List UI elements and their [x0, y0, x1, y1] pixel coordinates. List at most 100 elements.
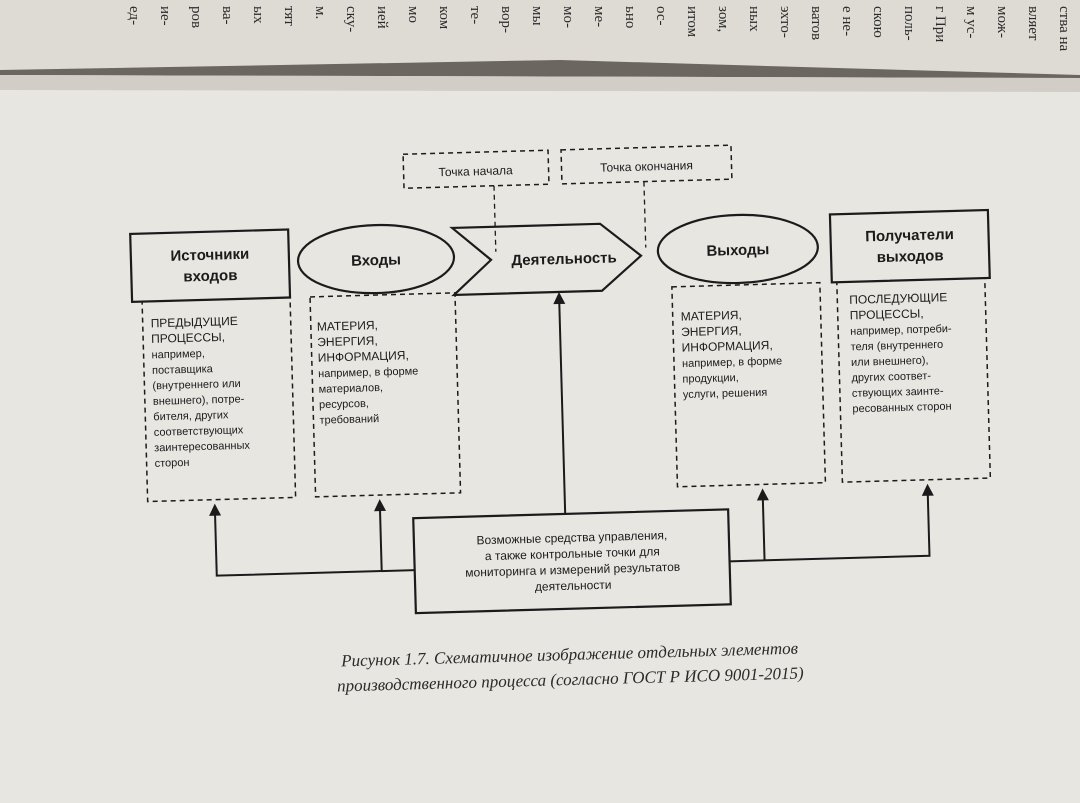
- controls-text-line: деятельности: [535, 578, 612, 594]
- receivers-detail-line: теля (внутреннего: [850, 339, 943, 354]
- receivers-detail-line: ресованных сторон: [852, 401, 952, 416]
- previous-page-line: ных: [746, 6, 762, 32]
- activity-shape: [449, 222, 643, 297]
- receivers-detail-line: или внешнего),: [851, 355, 929, 369]
- previous-page: [0, 0, 1080, 75]
- previous-page-line: ства на: [1056, 6, 1072, 52]
- activity-title: Деятельность: [511, 249, 617, 269]
- inputs-title: Входы: [351, 251, 401, 269]
- previous-page-line: мо: [405, 6, 421, 23]
- right-control-line: [729, 489, 931, 563]
- previous-page-line: ией: [374, 6, 390, 29]
- previous-page-line: вор-: [498, 6, 514, 33]
- start-point-link: [493, 185, 497, 252]
- inputs-detail-line: требований: [319, 413, 379, 427]
- receivers-title-line2: выходов: [876, 247, 943, 266]
- outputs-arrowhead: [756, 488, 769, 501]
- sources-detail-line: например,: [151, 348, 205, 361]
- sources-box: [129, 228, 292, 304]
- controls-text-line: а также контрольные точки для: [485, 544, 660, 563]
- inputs-detail-line: ИНФОРМАЦИЯ,: [318, 348, 409, 365]
- end-point-link: [643, 181, 647, 248]
- receivers-detail-line: ПРОЦЕССЫ,: [850, 306, 924, 322]
- activity-control-line: [558, 297, 567, 514]
- receivers-box: [828, 208, 991, 284]
- left-control-line: [213, 509, 415, 577]
- sources-detail-line: ПРОЦЕССЫ,: [151, 330, 225, 346]
- previous-page-line: ие-: [157, 6, 173, 26]
- previous-page-line: ьно: [622, 6, 638, 28]
- outputs-detail-line: ИНФОРМАЦИЯ,: [681, 338, 772, 355]
- controls-box: [412, 508, 732, 615]
- receivers-detail-line: например, потреби-: [850, 323, 952, 338]
- previous-page-line: ватов: [808, 6, 824, 40]
- inputs-details-box: [309, 292, 462, 498]
- outputs-details: МАТЕРИЯ,ЭНЕРГИЯ,ИНФОРМАЦИЯ,например, в ф…: [681, 308, 783, 401]
- receivers-title-line1: Получатели: [865, 226, 954, 245]
- previous-page-line: мы: [529, 6, 545, 26]
- controls-text-line: мониторинга и измерений результатов: [465, 560, 680, 580]
- inputs-detail-line: МАТЕРИЯ,: [317, 318, 378, 334]
- sources-detail-line: заинтересованных: [154, 440, 251, 455]
- previous-page-line: мо-: [560, 6, 576, 28]
- previous-page-line: е не-: [839, 6, 855, 36]
- previous-page-line: мож-: [994, 6, 1010, 38]
- inputs-details: МАТЕРИЯ,ЭНЕРГИЯ,ИНФОРМАЦИЯ,например, в ф…: [317, 318, 419, 427]
- sources-arrowhead: [209, 503, 222, 516]
- receivers-detail-line: ствующих заинте-: [852, 385, 944, 400]
- sources-detail-line: бителя, других: [153, 409, 229, 423]
- previous-page-line: тят: [281, 6, 297, 26]
- previous-page-line: зом,: [715, 6, 731, 32]
- inputs-control-line: [378, 505, 383, 572]
- outputs-control-line: [761, 494, 766, 561]
- previous-page-line: м.: [312, 6, 328, 19]
- inputs-arrowhead: [374, 499, 387, 512]
- inputs-detail-line: материалов,: [318, 382, 383, 396]
- previous-page-line: ком: [436, 6, 452, 30]
- previous-page-line: ва-: [219, 6, 235, 25]
- inputs-detail-line: например, в форме: [318, 365, 418, 380]
- previous-page-line: м ус-: [963, 6, 979, 38]
- sources-title-line1: Источники: [170, 246, 249, 265]
- main-page: [0, 75, 1080, 803]
- sources-detail-line: ПРЕДЫДУЩИЕ: [151, 314, 239, 330]
- outputs-title: Выходы: [706, 241, 769, 260]
- outputs-detail-line: ЭНЕРГИЯ,: [681, 323, 742, 339]
- previous-page-line: скою: [870, 6, 886, 38]
- receivers-details-box: [836, 277, 992, 483]
- outputs-detail-line: например, в форме: [682, 355, 782, 370]
- outputs-detail-line: продукции,: [682, 372, 739, 386]
- previous-page-line: те-: [467, 6, 483, 24]
- activity-arrowhead: [553, 291, 566, 305]
- sources-detail-line: поставщика: [152, 363, 214, 377]
- previous-page-line: поль-: [901, 6, 917, 41]
- previous-page-line: ых: [250, 6, 266, 24]
- inputs-detail-line: ЭНЕРГИЯ,: [317, 334, 378, 350]
- previous-page-line: ме-: [591, 6, 607, 27]
- end-point-box: [560, 144, 733, 185]
- previous-page-line: ску-: [343, 6, 359, 32]
- outputs-detail-line: МАТЕРИЯ,: [681, 308, 742, 324]
- receivers-arrowhead: [921, 483, 934, 496]
- inputs-ellipse: [296, 223, 456, 295]
- outputs-detail-line: услуги, решения: [683, 387, 768, 401]
- previous-page-line: ров: [188, 6, 204, 28]
- previous-page-line: вляет: [1025, 6, 1041, 41]
- start-point-box: [402, 149, 550, 190]
- controls-text: Возможные средства управления,а также ко…: [465, 528, 680, 594]
- previous-page-line: г При: [932, 6, 948, 42]
- outputs-details-box: [671, 281, 827, 488]
- sources-detail-line: сторон: [154, 457, 189, 470]
- end-point-label: Точка окончания: [600, 158, 693, 175]
- previous-page-line: ос-: [653, 6, 669, 26]
- sources-detail-line: (внутреннего или: [152, 378, 241, 392]
- controls-text-line: Возможные средства управления,: [476, 528, 667, 547]
- sources-detail-line: соответствующих: [154, 424, 244, 439]
- receivers-detail-line: других соответ-: [851, 370, 931, 384]
- page-fold-shadow: [0, 75, 1080, 92]
